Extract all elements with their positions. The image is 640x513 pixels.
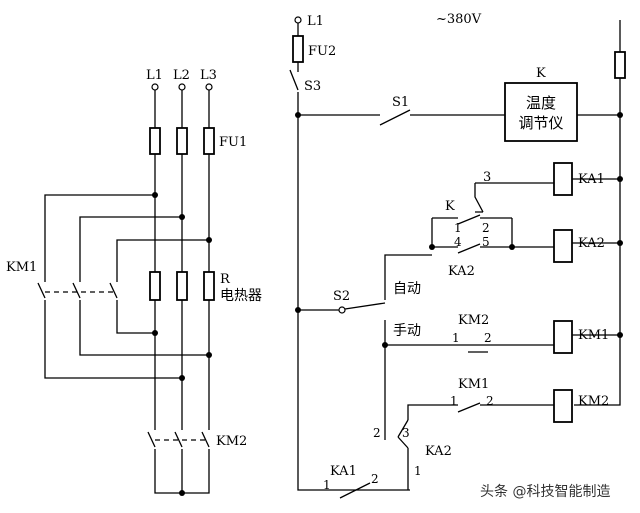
pin-2-ka2: 2 [373,426,381,440]
pin-3-label: 3 [483,170,491,185]
supply-l1-label: L1 [307,14,324,29]
phase-l3-label: L3 [200,68,217,83]
voltage-label: ~380V [436,12,482,27]
terminal-control-l1 [294,16,302,24]
relay-coil-ka2 [553,229,573,263]
regulator-line1: 温度 [526,94,556,112]
pin-2-km2: 2 [484,331,492,345]
pin-2-ka1: 2 [371,472,379,486]
heater-element-3 [203,271,215,301]
heater-tag-label: R [220,272,231,287]
control-circuit: L1 ~380V FU2 S3 S1 K 温度 调节仪 3 KA1 K [289,12,626,499]
fuse-fu2-label: FU2 [308,44,336,59]
pin-1-upper: 1 [454,221,462,235]
terminal-l1 [151,83,159,91]
pin-1-ka2: 1 [414,464,422,478]
pin-3-ka2: 3 [402,426,410,440]
switch-s3-label: S3 [304,79,321,94]
selector-s2-label: S2 [333,289,350,304]
pin-5-label: 5 [482,235,490,249]
regulator-tag-label: K [536,66,546,81]
pin-2-upper: 2 [482,221,490,235]
fuse-right-rail [614,51,626,79]
ka2-bottom-label: KA2 [425,444,452,459]
heater-name-label: 电热器 [220,288,262,304]
fuse-fu1-label: FU1 [219,135,247,150]
pin-1-km2: 1 [452,331,460,345]
regulator-line2: 调节仪 [518,114,563,132]
relay-ka1-label: KA1 [578,172,605,187]
fuse-fu2 [292,35,304,63]
watermark-text: 头条 @科技智能制造 [480,483,610,500]
phase-l2-label: L2 [173,68,190,83]
main-circuit: L1 L2 L3 FU1 R 电热器 [6,68,262,496]
coil-km2-label: KM2 [578,394,609,409]
terminal-l3 [205,83,213,91]
contactor-km2-label: KM2 [216,434,247,449]
coil-km2 [553,389,573,423]
switch-s1-label: S1 [392,95,409,110]
contactor-km1-label: KM1 [6,260,37,275]
km1-contact-label: KM1 [458,377,489,392]
relay-ka2-label: KA2 [578,236,605,251]
terminal-l2 [178,83,186,91]
relay-coil-ka1 [553,162,573,196]
heater-element-1 [149,271,161,301]
ka2-contact-label: KA2 [448,264,475,279]
fuse-fu1-l3 [203,127,215,155]
coil-km1-label: KM1 [578,328,609,343]
coil-km1 [553,320,573,354]
k-contact-label: K [445,199,455,214]
pin-1-km1: 1 [450,394,458,408]
mode-auto-label: 自动 [393,281,421,297]
pin-4-label: 4 [454,235,462,249]
km2-contact-label: KM2 [458,313,489,328]
phase-l1-label: L1 [146,68,163,83]
pin-1-ka1: 1 [323,478,331,492]
fuse-fu1-l2 [176,127,188,155]
ka1-bottom-label: KA1 [330,464,357,479]
mode-manual-label: 手动 [393,323,421,339]
pin-2-km1: 2 [486,394,494,408]
heater-element-2 [176,271,188,301]
fuse-fu1-l1 [149,127,161,155]
selector-s2-pivot [338,306,346,314]
temperature-regulator [504,82,578,142]
